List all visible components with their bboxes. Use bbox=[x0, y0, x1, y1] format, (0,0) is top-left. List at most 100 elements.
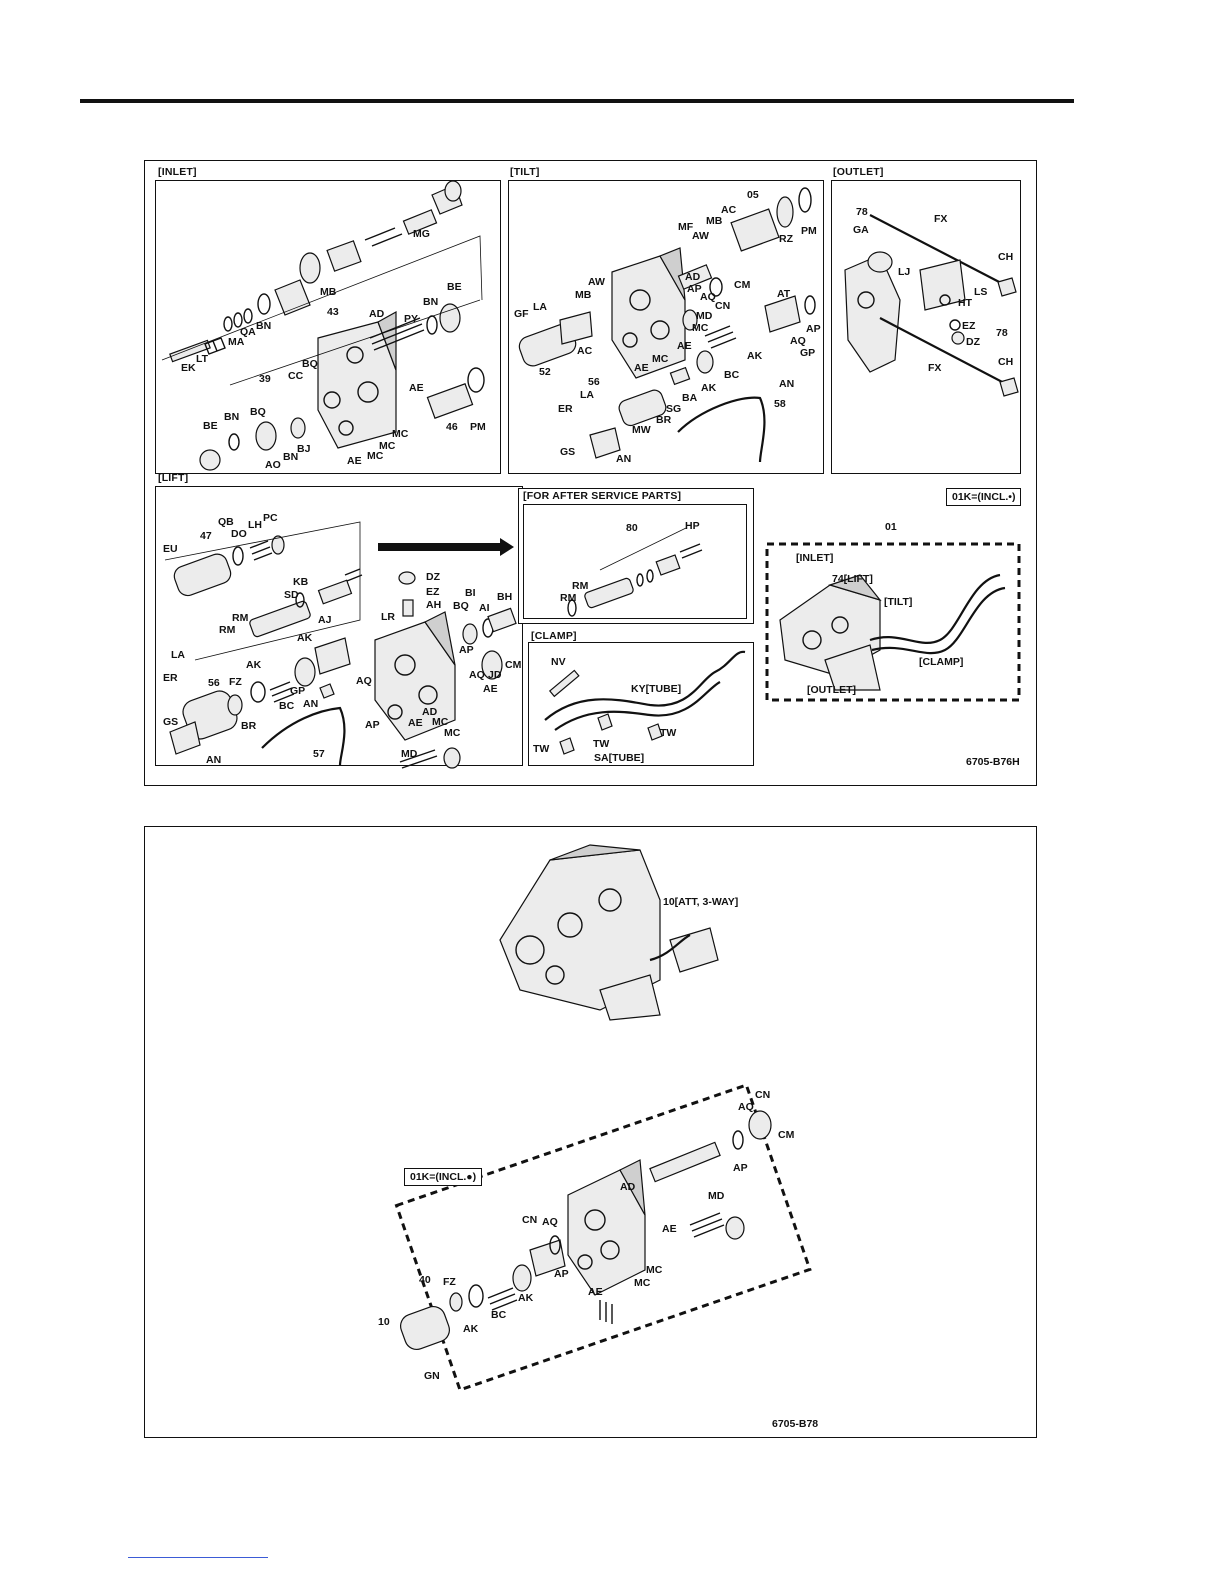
tilt-label: CM bbox=[734, 279, 751, 291]
lift-label: JD bbox=[488, 669, 502, 681]
clamp-drawing bbox=[544, 650, 746, 755]
assembly-label: 01 bbox=[885, 521, 897, 533]
lift-label: AQ bbox=[469, 669, 485, 681]
inlet-relief-parts bbox=[199, 303, 485, 471]
inlet-label: PY bbox=[404, 313, 419, 325]
lift-label: EZ bbox=[426, 586, 440, 598]
figure1-code: 6705-B76H bbox=[966, 756, 1020, 768]
assembly-tubes bbox=[869, 573, 1001, 644]
section-right-parts bbox=[599, 1110, 772, 1324]
figure2-dashed-outline bbox=[394, 1083, 812, 1392]
inlet-leaders bbox=[161, 235, 483, 386]
lift-label: GS bbox=[163, 716, 179, 728]
tilt-label: MC bbox=[692, 322, 709, 334]
outlet-label: GA bbox=[853, 224, 869, 236]
inlet-label: EK bbox=[181, 362, 196, 374]
tilt-label: MB bbox=[706, 215, 723, 227]
lift-label: ER bbox=[163, 672, 178, 684]
tilt-top-cap bbox=[730, 187, 812, 252]
tilt-label: AW bbox=[588, 276, 605, 288]
inlet-label: QA bbox=[240, 326, 256, 338]
tilt-label: BC bbox=[724, 369, 740, 381]
outlet-label: LJ bbox=[898, 266, 911, 278]
clamp-label: TW bbox=[533, 743, 550, 755]
tilt-label: AT bbox=[777, 288, 791, 300]
inlet-label: BE bbox=[203, 420, 218, 432]
figure2-label: MC bbox=[646, 1264, 663, 1276]
tilt-label: MW bbox=[632, 424, 651, 436]
inlet-label: PM bbox=[470, 421, 486, 433]
tilt-label: AC bbox=[577, 345, 593, 357]
tilt-label: GS bbox=[560, 446, 576, 458]
lift-body bbox=[374, 571, 456, 741]
lift-label: AP bbox=[459, 644, 474, 656]
inlet-label: LT bbox=[196, 353, 209, 365]
lift-label: CM bbox=[505, 659, 522, 671]
tilt-label: BA bbox=[682, 392, 698, 404]
figure2-label: AP bbox=[733, 1162, 748, 1174]
figure2-label: 10[ATT, 3-WAY] bbox=[663, 896, 739, 908]
service-title: [FOR AFTER SERVICE PARTS] bbox=[523, 490, 682, 502]
inlet-label: AD bbox=[369, 308, 385, 320]
lift-label: AQ bbox=[356, 675, 372, 687]
top-rule bbox=[80, 99, 1074, 103]
tilt-label: SG bbox=[666, 403, 682, 415]
inlet-label: MC bbox=[392, 428, 409, 440]
service-drawing bbox=[567, 527, 703, 617]
inlet-label: BQ bbox=[302, 358, 318, 370]
lift-label: LA bbox=[171, 649, 185, 661]
service-label: RM bbox=[572, 580, 589, 592]
lift-label: BI bbox=[465, 587, 476, 599]
inlet-label: BN bbox=[283, 451, 299, 463]
inlet-label: MC bbox=[379, 440, 396, 452]
outlet-bracket bbox=[919, 259, 966, 345]
inlet-label: CC bbox=[288, 370, 304, 382]
lift-label: AK bbox=[297, 632, 313, 644]
bottom-rule bbox=[128, 1557, 268, 1558]
inlet-label: BN bbox=[224, 411, 240, 423]
top-valve-assembly bbox=[499, 844, 719, 1021]
tilt-label: AP bbox=[806, 323, 821, 335]
clamp-label: SA[TUBE] bbox=[594, 752, 645, 764]
lift-label: EU bbox=[163, 543, 178, 555]
figure2-label: AP bbox=[554, 1268, 569, 1280]
figure2-note: 01K=(INCL.●) bbox=[404, 1168, 483, 1186]
tilt-label: RZ bbox=[779, 233, 793, 245]
tilt-label: AK bbox=[701, 382, 717, 394]
tilt-label: CN bbox=[715, 300, 731, 312]
figure2-label: 40 bbox=[419, 1274, 431, 1286]
lift-label: LR bbox=[381, 611, 395, 623]
tilt-label: AN bbox=[779, 378, 795, 390]
lift-label: BH bbox=[497, 591, 513, 603]
figure2-label: MC bbox=[634, 1277, 651, 1289]
lift-label: AN bbox=[206, 754, 222, 766]
tilt-label: MF bbox=[678, 221, 694, 233]
figure2-label: CM bbox=[778, 1129, 795, 1141]
tilt-label: AQ bbox=[700, 291, 716, 303]
tilt-label: ER bbox=[558, 403, 573, 415]
tilt-label: PM bbox=[801, 225, 817, 237]
outlet-label: 78 bbox=[996, 327, 1008, 339]
lift-leaders bbox=[164, 521, 361, 661]
lift-label: 56 bbox=[208, 677, 220, 689]
figure2-label: CN bbox=[522, 1214, 538, 1226]
inlet-valve-body bbox=[317, 310, 397, 449]
inlet-label: AE bbox=[409, 382, 424, 394]
inlet-label: BE bbox=[447, 281, 462, 293]
lift-label: AN bbox=[303, 698, 319, 710]
figure2-label: FZ bbox=[443, 1276, 456, 1288]
assembly-label: [CLAMP] bbox=[919, 656, 964, 668]
figure2-label: GN bbox=[424, 1370, 440, 1382]
inlet-label: BN bbox=[256, 320, 272, 332]
inlet-drawing bbox=[161, 180, 485, 471]
lift-label: DO bbox=[231, 528, 247, 540]
outlet-label: FX bbox=[934, 213, 948, 225]
lift-arrow bbox=[378, 538, 514, 556]
figure2-label: AD bbox=[620, 1181, 636, 1193]
tilt-label: AW bbox=[692, 230, 709, 242]
outlet-label: FX bbox=[928, 362, 942, 374]
inlet-label: MB bbox=[320, 286, 337, 298]
assembly-drawing bbox=[765, 542, 1021, 702]
figure2-label: AK bbox=[463, 1323, 479, 1335]
